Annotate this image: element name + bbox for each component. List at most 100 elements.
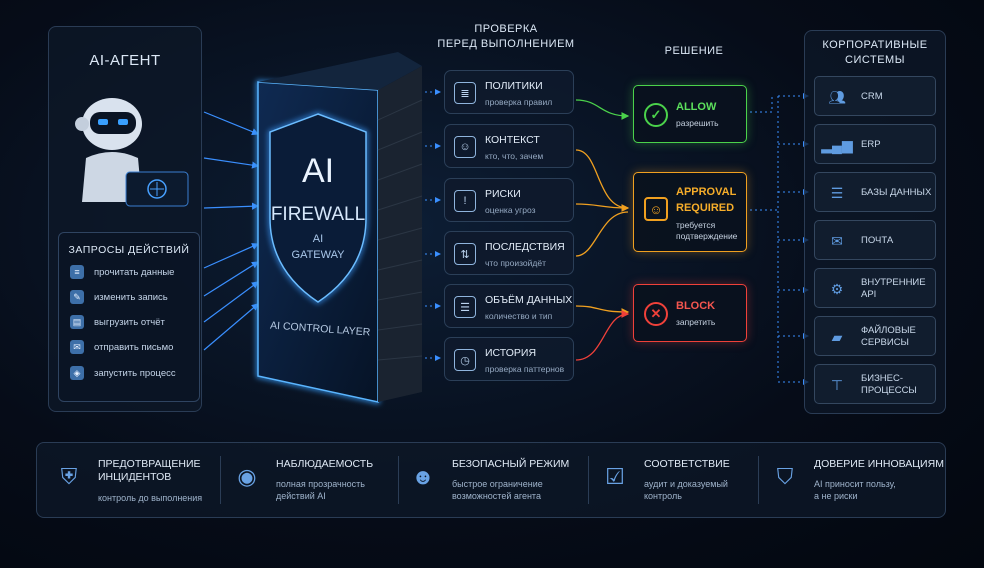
check-card-data-volume[interactable]: ☰ ОБЪЁМ ДАННЫХ количество и тип	[444, 284, 574, 328]
system-label-line2: API	[861, 289, 877, 300]
decision-title: РЕШЕНИЕ	[664, 45, 724, 57]
checks-title-line2: ПЕРЕД ВЫПОЛНЕНИЕМ	[437, 38, 575, 50]
firewall-title: AI	[302, 152, 334, 190]
request-label: отправить письмо	[94, 341, 174, 353]
allow-desc: разрешить	[676, 118, 719, 128]
policy-document-icon: ≣	[454, 82, 476, 104]
feature-desc: контроль до выполнения	[98, 493, 203, 503]
feature-desc-line2: а не риски	[814, 491, 858, 501]
system-internal-api[interactable]: ⚙ ВНУТРЕННИЕ API	[814, 268, 936, 308]
system-label: ПОЧТА	[861, 235, 894, 246]
check-title: КОНТЕКСТ	[485, 134, 540, 146]
system-label: CRM	[861, 91, 883, 102]
feature-title: НАБЛЮДАЕМОСТЬ	[276, 458, 374, 470]
system-label: БАЗЫ ДАННЫХ	[861, 187, 932, 198]
system-label-line2: СЕРВИСЫ	[861, 337, 909, 348]
feature-desc-line1: AI приносит пользу,	[814, 479, 896, 489]
check-title: ИСТОРИЯ	[485, 347, 537, 359]
request-item[interactable]: ◈запустить процесс	[70, 364, 176, 382]
feature-desc-line1: аудит и доказуемый	[644, 479, 728, 489]
firewall-subtitle: FIREWALL	[271, 204, 365, 225]
systems-title-line2: СИСТЕМЫ	[845, 54, 905, 66]
report-icon: ▤	[70, 315, 84, 329]
check-desc: проверка правил	[485, 97, 553, 107]
divider	[398, 456, 399, 504]
clipboard-check-icon: ☑	[605, 464, 625, 489]
features-panel	[36, 442, 946, 518]
check-title: ОБЪЁМ ДАННЫХ	[485, 294, 573, 306]
system-business-processes[interactable]: ⊤ БИЗНЕС- ПРОЦЕССЫ	[814, 364, 936, 404]
users-icon: 👥︎	[828, 88, 846, 105]
feature-compliance: ☑ СООТВЕТСТВИЕ аудит и доказуемый контро…	[598, 452, 756, 510]
check-title: ПОЛИТИКИ	[485, 80, 543, 92]
check-title: ПОСЛЕДСТВИЯ	[485, 241, 565, 253]
decision-block[interactable]: ✕ BLOCK запретить	[633, 284, 747, 342]
robot-illustration	[75, 98, 189, 207]
request-label: изменить запись	[94, 291, 168, 303]
request-item[interactable]: ▤выгрузить отчёт	[70, 313, 165, 331]
check-circle-icon: ✓	[644, 103, 668, 127]
feature-desc-line2: контроль	[644, 491, 682, 501]
system-erp[interactable]: ▂▄▆ ERP	[814, 124, 936, 164]
agent-title: AI-АГЕНТ	[89, 52, 161, 69]
system-label: ERP	[861, 139, 881, 150]
block-label: BLOCK	[676, 300, 716, 312]
request-item[interactable]: ✉ отправить письмо	[70, 338, 173, 356]
check-title: РИСКИ	[485, 188, 521, 200]
feature-desc-line2: действий AI	[276, 491, 326, 501]
check-card-policies[interactable]: ≣ ПОЛИТИКИ проверка правил	[444, 70, 574, 114]
feature-title: ДОВЕРИЕ ИННОВАЦИЯМ	[814, 458, 944, 470]
feature-observability: ◉ НАБЛЮДАЕМОСТЬ полная прозрачность дейс…	[230, 452, 398, 510]
shield-chip-icon: ⛨	[60, 464, 78, 489]
feature-desc-line1: полная прозрачность	[276, 479, 365, 489]
request-item[interactable]: ≡прочитать данные	[70, 263, 174, 281]
check-card-context[interactable]: ☺ КОНТЕКСТ кто, что, зачем	[444, 124, 574, 168]
checks-title-line1: ПРОВЕРКА	[474, 23, 538, 35]
check-desc: оценка угроз	[485, 205, 536, 215]
database-icon: ☰	[454, 296, 476, 318]
requests-title: ЗАПРОСЫ ДЕЙСТВИЙ	[68, 244, 190, 256]
arrows-icon: ⇅	[454, 243, 476, 265]
check-desc: что произойдёт	[485, 258, 546, 268]
user-icon: ☺	[644, 197, 668, 221]
system-label-line2: ПРОЦЕССЫ	[861, 385, 917, 396]
system-databases[interactable]: ☰ БАЗЫ ДАННЫХ	[814, 172, 936, 212]
system-label-line1: ВНУТРЕННИЕ	[861, 277, 926, 288]
request-label: запустить процесс	[94, 367, 176, 379]
system-crm[interactable]: 👥︎ CRM	[814, 76, 936, 116]
database-icon: ☰	[830, 184, 844, 201]
check-desc: кто, что, зачем	[485, 151, 544, 161]
feature-safe-mode: ☻ БЕЗОПАСНЫЙ РЕЖИМ быстрое ограничение в…	[406, 452, 588, 510]
feature-innovation-trust: ⛉ ДОВЕРИЕ ИННОВАЦИЯМ AI приносит пользу,…	[768, 452, 944, 510]
feature-title: СООТВЕТСТВИЕ	[644, 458, 730, 470]
feature-desc-line2: возможностей агента	[452, 491, 541, 501]
x-circle-icon: ✕	[644, 302, 668, 326]
check-card-risks[interactable]: ! РИСКИ оценка угроз	[444, 178, 574, 222]
checks-title: ПРОВЕРКА ПЕРЕД ВЫПОЛНЕНИЕМ	[432, 22, 580, 52]
check-card-consequences[interactable]: ⇅ ПОСЛЕДСТВИЯ что произойдёт	[444, 231, 574, 275]
system-label-line1: ФАЙЛОВЫЕ	[861, 325, 916, 336]
mail-icon: ✉	[70, 340, 84, 354]
request-item[interactable]: ✎изменить запись	[70, 288, 168, 306]
approval-label-line1: APPROVAL	[676, 186, 737, 198]
systems-title-line1: КОРПОРАТИВНЫЕ	[822, 39, 928, 51]
check-card-history[interactable]: ◷ ИСТОРИЯ проверка паттернов	[444, 337, 574, 381]
feature-title: БЕЗОПАСНЫЙ РЕЖИМ	[452, 458, 570, 470]
gear-icon: ⚙	[830, 280, 844, 297]
decision-approval-required[interactable]: ☺ APPROVAL REQUIRED требуется подтвержде…	[633, 172, 747, 252]
divider	[220, 456, 221, 504]
clock-icon: ◷	[454, 349, 476, 371]
divider	[588, 456, 589, 504]
mail-icon: ✉	[831, 232, 843, 249]
system-mail[interactable]: ✉ ПОЧТА	[814, 220, 936, 260]
systems-title: КОРПОРАТИВНЫЕ СИСТЕМЫ	[804, 38, 946, 68]
system-file-services[interactable]: ▰ ФАЙЛОВЫЕ СЕРВИСЫ	[814, 316, 936, 356]
gateway-line1: AI	[313, 233, 323, 245]
eye-icon: ◉	[237, 464, 257, 489]
decision-allow[interactable]: ✓ ALLOW разрешить	[633, 85, 747, 143]
user-shield-icon: ☻	[411, 464, 435, 489]
check-desc: количество и тип	[485, 311, 553, 321]
document-icon: ≡	[70, 265, 84, 279]
